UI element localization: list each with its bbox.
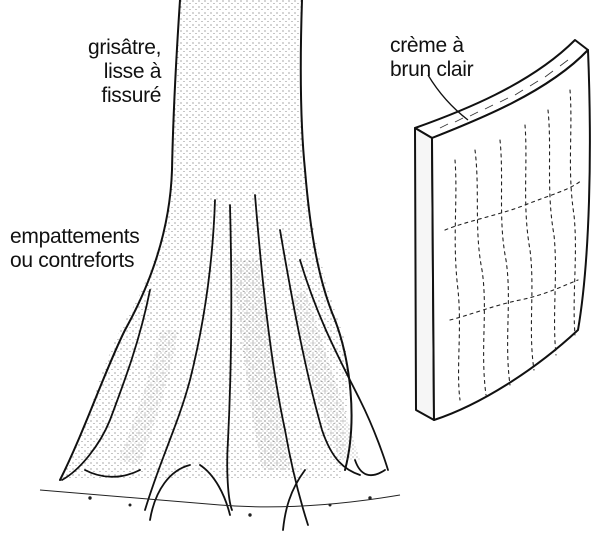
bark-surface-label: grisâtre, lisse à fissuré xyxy=(88,36,161,108)
bark-surface-line-3: fissuré xyxy=(88,84,161,108)
bark-surface-line-2: lisse à xyxy=(88,60,161,84)
bark-color-label: crème à brun clair xyxy=(390,34,473,82)
bark-color-line-1: crème à xyxy=(390,34,473,58)
ground xyxy=(40,490,400,516)
bark-sample xyxy=(415,40,590,420)
buttress-label: empattements ou contreforts xyxy=(10,225,139,273)
bark-color-line-2: brun clair xyxy=(390,58,473,82)
buttress-line-2: ou contreforts xyxy=(10,249,139,273)
buttress-line-1: empattements xyxy=(10,225,139,249)
bark-surface-line-1: grisâtre, xyxy=(88,36,161,60)
